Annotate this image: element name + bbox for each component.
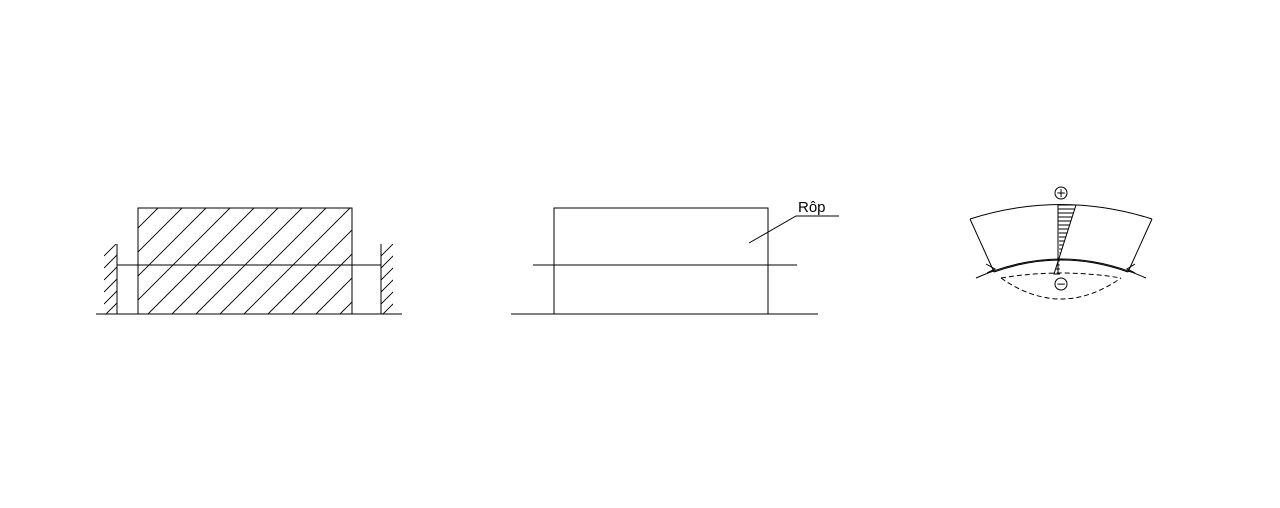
segment-inner-arc xyxy=(993,259,1129,273)
block-label: Rôp xyxy=(798,199,826,216)
plus-circle-icon xyxy=(1054,186,1068,200)
right-wall-hatching xyxy=(381,244,393,314)
plain-block xyxy=(553,207,769,315)
plus-symbol: + xyxy=(1056,186,1066,200)
segment-right-edge xyxy=(1127,218,1153,273)
deformed-arc-lower xyxy=(1000,277,1122,300)
plain-block-figure: Rôp xyxy=(511,199,839,315)
block-hatching xyxy=(138,208,352,314)
neutral-arc xyxy=(975,258,1147,279)
left-arrow-icon xyxy=(985,263,997,274)
stress-diagram xyxy=(1053,204,1077,275)
segment-left-edge xyxy=(969,218,995,273)
deformed-arc-upper xyxy=(1000,272,1122,279)
minus-symbol: − xyxy=(1056,277,1066,291)
label-leader xyxy=(748,215,839,244)
left-wall-hatching xyxy=(104,244,117,314)
hatched-block xyxy=(137,207,353,315)
minus-circle-icon xyxy=(1054,277,1068,291)
hatched-block-figure xyxy=(96,207,402,315)
curved-segment-figure: + − xyxy=(969,186,1153,300)
right-arrow-icon xyxy=(1125,263,1136,274)
